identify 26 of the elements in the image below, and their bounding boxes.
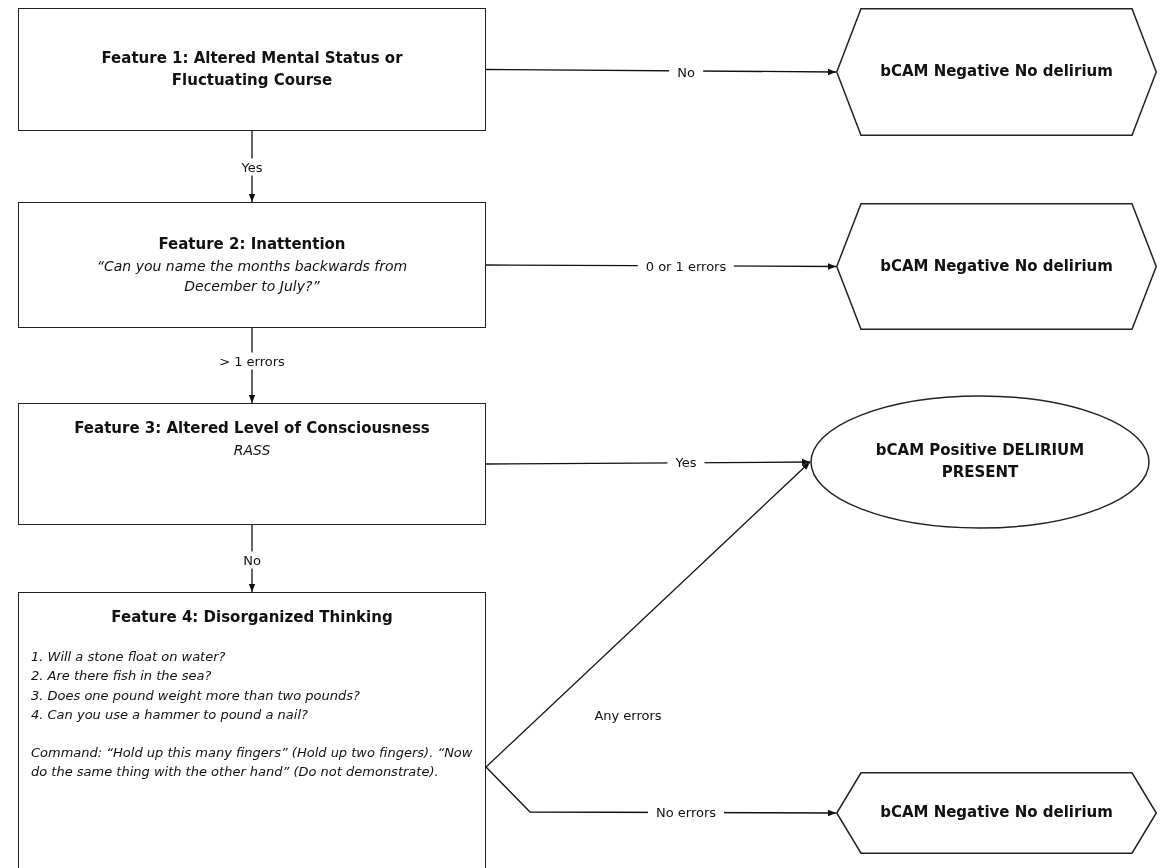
instruction-text: Command: “Hold up this many fingers” (Hold up two fingers). “Now do the same thing with the other hand” (Do not demonstrate).: [31, 743, 473, 782]
result-ellipse: [810, 395, 1150, 529]
question-item: 3. Does one pound weight more than two pounds?: [31, 686, 361, 705]
feature-prompt: “Can you name the months backwards from December to July?”: [95, 256, 409, 296]
result-hexagon: [836, 203, 1157, 330]
arrow: [485, 458, 811, 466]
process-box: [18, 202, 486, 328]
feature-heading: Feature 2: Inattention: [158, 233, 346, 255]
result-text: bCAM Negative No delirium: [880, 61, 1113, 83]
result-text: bCAM Negative No delirium: [880, 802, 1113, 824]
process-box: [18, 8, 486, 131]
arrow: [485, 68, 837, 76]
question-item: 4. Can you use a hammer to pound a nail?: [31, 706, 309, 725]
feature-heading: Feature 1: Altered Mental Status or Fluctuating Course: [100, 47, 404, 91]
feature-heading: Feature 4: Disorganized Thinking: [111, 607, 393, 628]
result-text: bCAM Positive DELIRIUM PRESENT: [874, 440, 1086, 483]
process-box: [18, 592, 486, 868]
question-item: 1. Will a stone float on water?: [31, 647, 227, 666]
result-hexagon: [836, 772, 1157, 854]
arrow: [485, 461, 811, 768]
process-box: [18, 403, 486, 525]
feature-prompt: RASS: [233, 440, 271, 460]
result-hexagon: [836, 8, 1157, 136]
question-item: 2. Are there fish in the sea?: [31, 667, 213, 686]
result-text: bCAM Negative No delirium: [880, 255, 1113, 277]
feature-heading: Feature 3: Altered Level of Consciousness: [74, 418, 430, 439]
